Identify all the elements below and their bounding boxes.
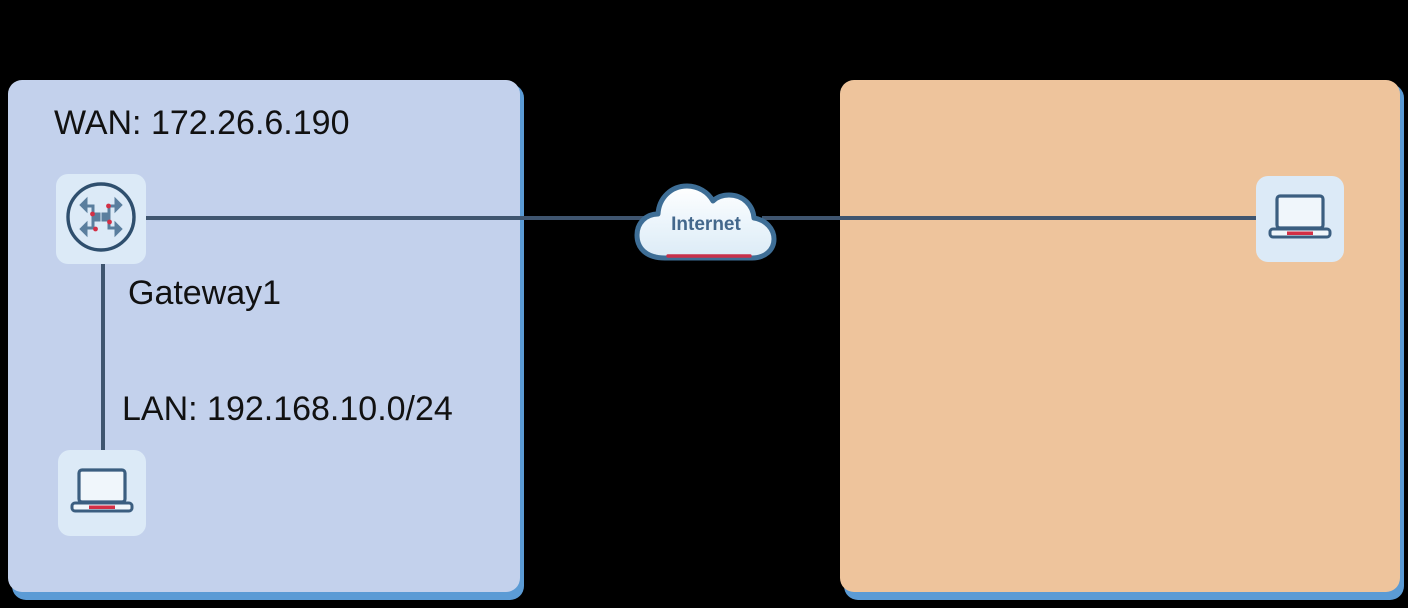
router-icon (62, 178, 140, 261)
link-internet-to-remote-pc (762, 216, 1302, 220)
link-gateway-to-internet (130, 216, 648, 220)
lan-pc-device[interactable] (58, 450, 146, 536)
lan-subnet-label: LAN: 192.168.10.0/24 (122, 390, 453, 428)
gateway-name-label: Gateway1 (128, 274, 282, 312)
cloud-icon (634, 183, 777, 261)
internet-cloud[interactable]: Internet (632, 170, 780, 266)
laptop-icon (1267, 190, 1333, 249)
wan-address-label: WAN: 172.26.6.190 (54, 104, 350, 142)
link-gateway-to-lan-pc (101, 250, 105, 462)
remote-site-zone[interactable] (840, 80, 1400, 592)
remote-pc-device[interactable] (1256, 176, 1344, 262)
laptop-icon (69, 464, 135, 523)
gateway-router-device[interactable] (56, 174, 146, 264)
